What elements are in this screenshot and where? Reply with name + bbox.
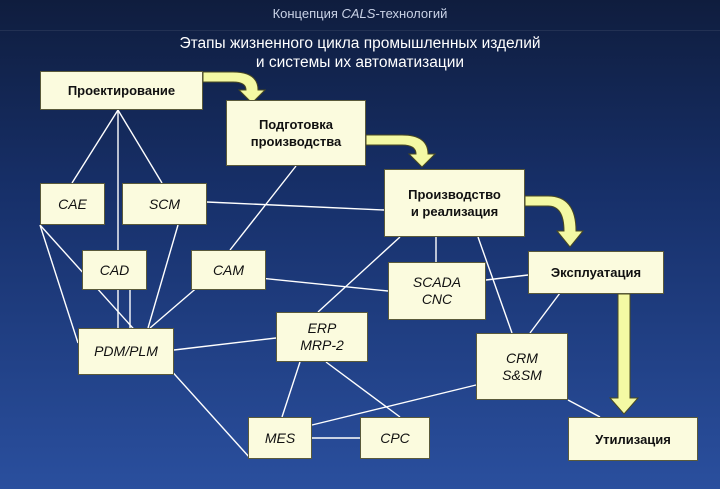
node-production: Производство и реализация xyxy=(384,169,525,237)
node-design: Проектирование xyxy=(40,71,203,110)
node-prod-line-1: Производство xyxy=(408,187,501,202)
flow-arrow-design-prep xyxy=(202,71,267,104)
flow-arrow-prod-operation xyxy=(524,195,585,248)
node-cae: CAE xyxy=(40,183,105,225)
flow-arrow-operation-disposal xyxy=(608,293,640,415)
node-scada-line-1: SCADA xyxy=(412,274,462,290)
flow-arrow-prep-prod xyxy=(365,134,437,168)
link-erp-cpc xyxy=(325,361,401,418)
node-crm-line-1: CRM xyxy=(506,349,538,366)
link-prod-crm xyxy=(477,236,513,334)
node-disposal: Утилизация xyxy=(568,417,698,461)
node-operation: Эксплуатация xyxy=(528,251,664,294)
link-erp-mes xyxy=(281,361,301,418)
node-prod-line-2: и реализация xyxy=(410,204,499,219)
node-cam-label: CAM xyxy=(212,261,245,278)
node-production-prep: Подготовка производства xyxy=(226,100,366,166)
link-design-scm xyxy=(117,109,163,184)
node-pdm-plm: PDM/PLM xyxy=(78,328,174,375)
node-mes-label: MES xyxy=(264,429,296,446)
link-cam-pdm xyxy=(149,284,201,329)
node-scm: SCM xyxy=(122,183,207,225)
link-crm-mes xyxy=(311,384,477,426)
node-cpc: CPC xyxy=(360,417,430,459)
link-operation-crm xyxy=(529,292,561,334)
node-pdm-label: PDM/PLM xyxy=(94,343,158,359)
link-prep-cam xyxy=(229,165,297,251)
node-cad: CAD xyxy=(82,250,147,290)
node-operation-label: Эксплуатация xyxy=(550,265,642,280)
node-erp-line-1: ERP xyxy=(307,320,337,336)
title-line-1: Этапы жизненного цикла промышленных изде… xyxy=(179,35,541,52)
node-scm-label: SCM xyxy=(148,195,181,212)
link-design-cae xyxy=(71,109,119,184)
link-operation-scada xyxy=(485,274,529,281)
title-line-2: и системы их автоматизации xyxy=(255,54,465,71)
node-cae-label: CAE xyxy=(58,195,87,212)
node-cpc-label: CPC xyxy=(380,429,410,446)
node-design-label: Проектирование xyxy=(67,83,176,98)
node-scada-line-2: CNC xyxy=(421,291,453,307)
slide-title: Этапы жизненного цикла промышленных изде… xyxy=(0,34,720,72)
node-cad-label: CAD xyxy=(99,261,130,278)
link-cae-pdm xyxy=(39,224,79,344)
link-crm-disposal xyxy=(567,399,601,418)
node-mes: MES xyxy=(248,417,312,459)
header-bar: Концепция CALS-технологий xyxy=(0,0,720,31)
node-disposal-label: Утилизация xyxy=(595,431,671,447)
node-prep-line-1: Подготовка xyxy=(258,117,334,132)
node-crm-line-2: S&SM xyxy=(502,366,542,383)
header-title: Концепция CALS-технологий xyxy=(272,6,448,21)
node-cam: CAM xyxy=(191,250,266,290)
link-scm-pdm xyxy=(147,224,179,329)
node-erp-line-2: MRP-2 xyxy=(300,337,344,353)
node-prep-line-2: производства xyxy=(250,134,342,149)
link-pdm-erp xyxy=(173,337,277,351)
link-cam-scada xyxy=(249,276,389,292)
link-prod-erp xyxy=(317,236,401,313)
link-scm-prod xyxy=(206,201,385,211)
